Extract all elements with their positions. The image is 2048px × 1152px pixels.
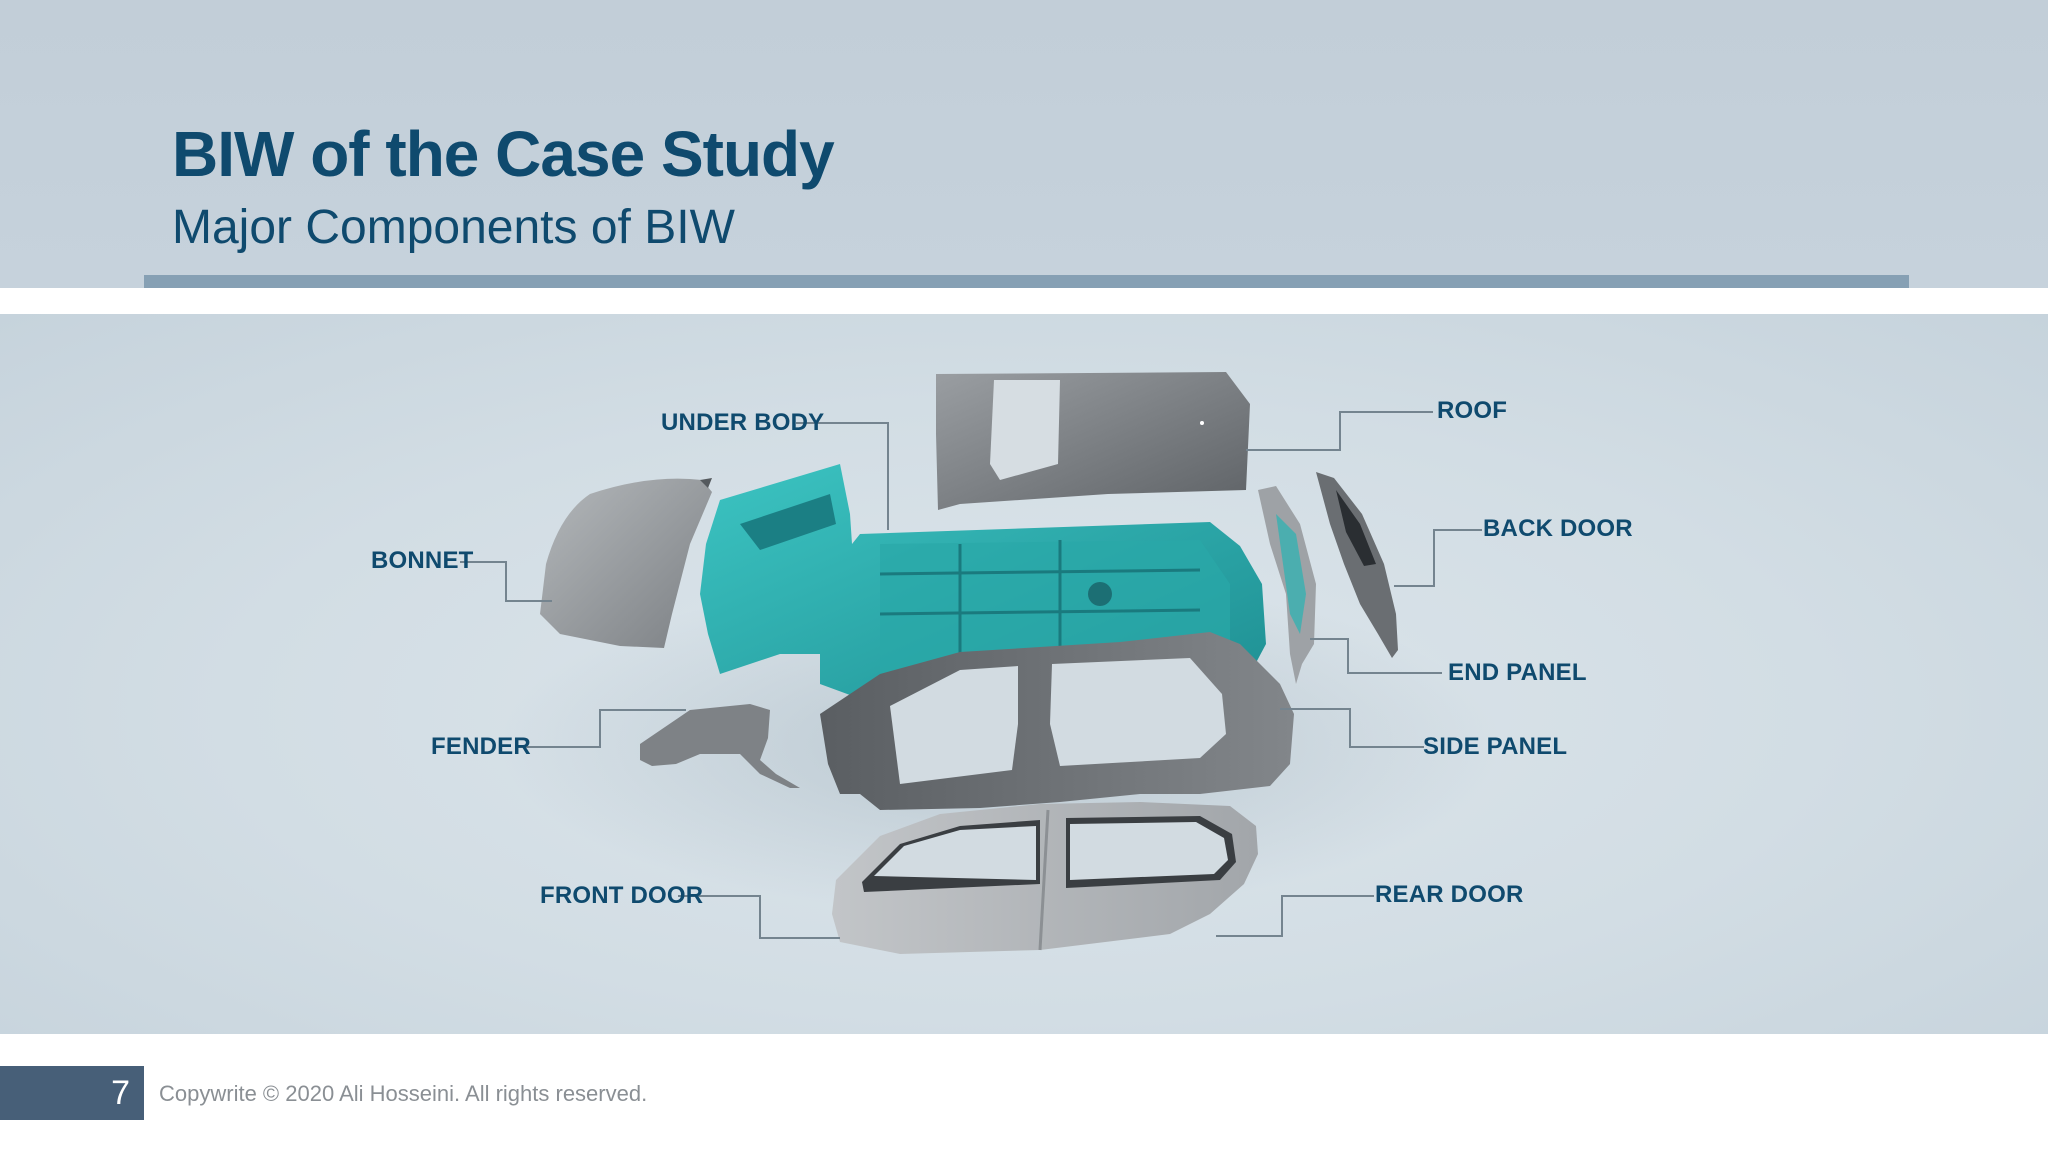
label-front-door: FRONT DOOR bbox=[540, 882, 704, 909]
label-side-panel: SIDE PANEL bbox=[1423, 733, 1568, 760]
label-bonnet: BONNET bbox=[371, 547, 474, 574]
doors-part bbox=[832, 802, 1258, 954]
page-number-box: 7 bbox=[0, 1066, 144, 1120]
label-rear-door: REAR DOOR bbox=[1375, 881, 1524, 908]
slide-subtitle: Major Components of BIW bbox=[172, 201, 735, 254]
label-fender: FENDER bbox=[431, 733, 531, 760]
header-divider bbox=[144, 275, 1909, 288]
fender-part bbox=[640, 704, 800, 788]
label-roof: ROOF bbox=[1437, 397, 1508, 424]
roof-part bbox=[936, 372, 1250, 510]
label-under-body: UNDER BODY bbox=[661, 409, 825, 436]
leader-lines bbox=[460, 411, 1482, 939]
bonnet-part bbox=[540, 478, 712, 648]
back-door-part bbox=[1316, 472, 1398, 658]
label-end-panel: END PANEL bbox=[1448, 659, 1587, 686]
end-panel-part bbox=[1258, 486, 1316, 684]
page-number: 7 bbox=[111, 1074, 130, 1112]
biw-exploded-drawing bbox=[460, 372, 1500, 954]
biw-exploded-illustration: UNDER BODY ROOF BONNET BACK DOOR END PAN… bbox=[0, 314, 2048, 1034]
copyright-text: Copywrite © 2020 Ali Hosseini. All right… bbox=[159, 1081, 648, 1106]
header-band bbox=[0, 0, 2048, 288]
label-back-door: BACK DOOR bbox=[1483, 515, 1633, 542]
slide-title: BIW of the Case Study bbox=[172, 118, 835, 190]
side-panel-part bbox=[820, 632, 1294, 810]
